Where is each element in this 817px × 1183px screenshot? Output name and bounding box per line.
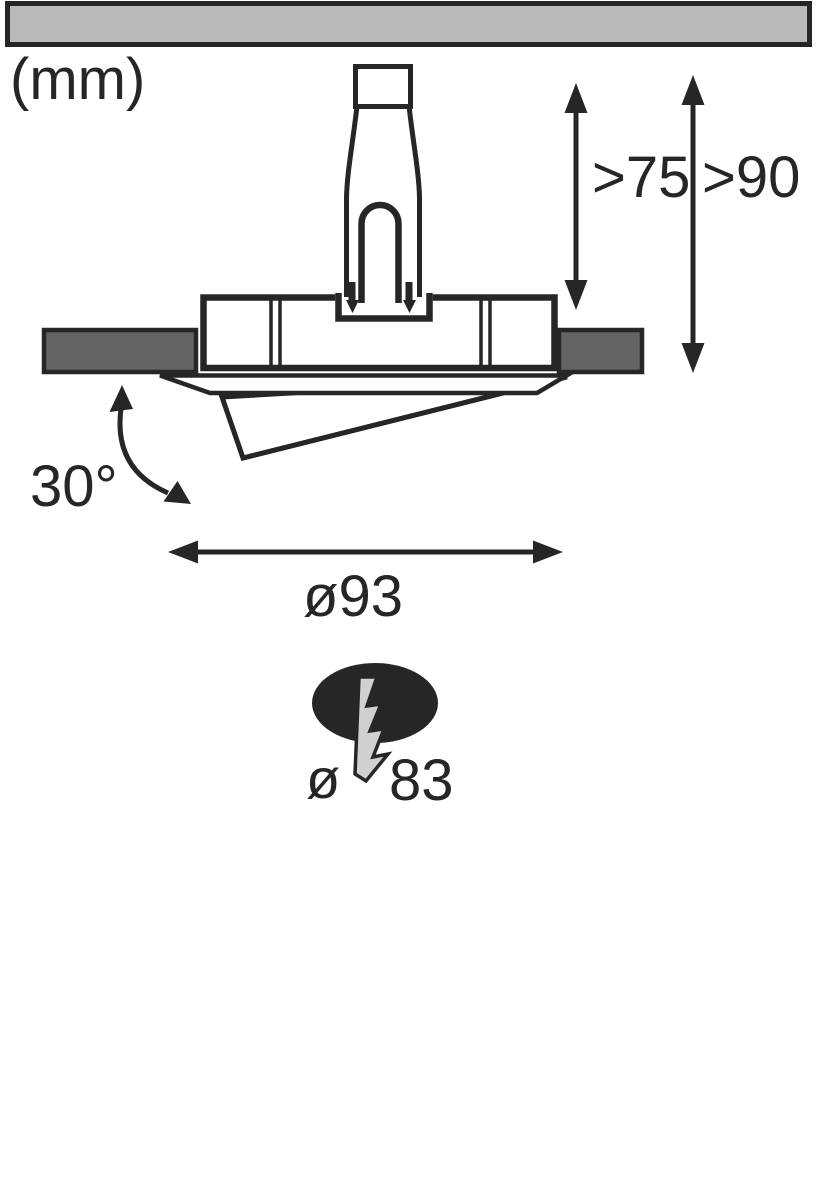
connector-neck-left — [344, 105, 360, 297]
dim-label-trim-diameter: ø93 — [303, 564, 403, 629]
clip-pin-left — [346, 282, 359, 313]
arrow-up-icon — [564, 83, 588, 113]
tilt-angle-label: 30° — [30, 454, 118, 519]
cutout-hole — [312, 663, 438, 743]
connector-neck-right — [406, 105, 422, 297]
housing-notch — [335, 293, 433, 322]
dim-label-recess-depth: >75 — [592, 145, 690, 210]
clip-pin-right — [403, 282, 416, 313]
cable-connector — [353, 64, 413, 109]
arrow-right-icon — [533, 540, 563, 564]
dim-label-installation-depth: >90 — [702, 145, 800, 210]
arrow-left-icon — [168, 540, 198, 564]
trim-bezel — [159, 373, 575, 396]
cutout-diameter-label: 83 — [389, 748, 454, 813]
spring-clip — [358, 201, 402, 303]
ceiling-section-right — [556, 327, 645, 375]
ceiling-panel — [5, 1, 812, 47]
arrow-up-icon — [681, 75, 705, 105]
dim-arrow-recess-depth — [564, 83, 588, 310]
electric-bolt-icon — [353, 675, 393, 784]
dim-arrow-trim-diameter — [168, 540, 563, 564]
unit-label: (mm) — [10, 47, 145, 112]
dim-arrow-installation-depth — [681, 75, 705, 373]
arrow-down-icon — [681, 343, 705, 373]
arrow-down-icon — [564, 280, 588, 310]
arrow-up-icon — [109, 385, 133, 412]
tilt-arc-arrow — [109, 385, 191, 504]
arrow-down-right-icon — [163, 481, 191, 504]
ceiling-section-left — [41, 327, 199, 375]
cutout-diameter-symbol: ø — [306, 747, 340, 810]
